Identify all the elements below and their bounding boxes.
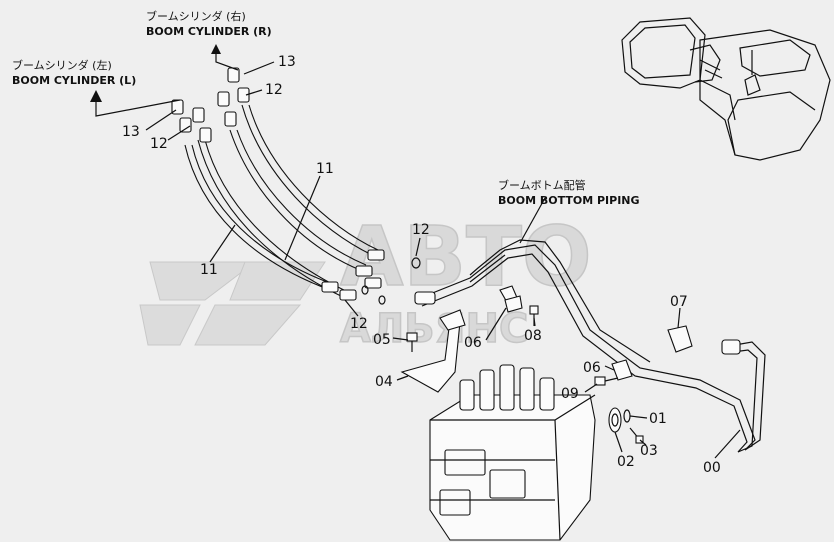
hose-fittings-lower	[321, 249, 421, 305]
watermark-text-1: АВТО	[340, 210, 592, 305]
bolt-09	[594, 376, 619, 386]
block-07	[667, 325, 693, 353]
callout-13-left: 13	[122, 124, 140, 140]
watermark-text-2: АЛЬЯНС	[340, 306, 528, 352]
hose-fittings-upper	[171, 67, 250, 143]
callout-02: 02	[617, 454, 635, 470]
caption-boom-cyl-r-en: BOOM CYLINDER (R)	[146, 25, 272, 38]
bolt-05	[406, 332, 418, 352]
bracket-04	[400, 309, 466, 393]
callout-12-low: 12	[350, 316, 368, 332]
flange-02	[608, 407, 622, 433]
o-ring-01	[623, 409, 631, 423]
callout-11-bottom: 11	[200, 262, 218, 278]
bolt-08	[529, 305, 539, 326]
callout-09: 09	[561, 386, 579, 402]
caption-boom-cyl-l-jp: ブームシリンダ (左)	[12, 58, 112, 72]
callout-08: 08	[524, 328, 542, 344]
callout-11-top: 11	[316, 161, 334, 177]
clamp-06-upper	[499, 285, 523, 313]
boom-bottom-piping	[414, 239, 766, 453]
callout-06-b: 06	[583, 360, 601, 376]
caption-boom-cyl-l-en: BOOM CYLINDER (L)	[12, 74, 136, 87]
callout-07: 07	[670, 294, 688, 310]
clamp-06-lower	[611, 359, 633, 381]
watermark-logo	[139, 261, 326, 346]
callout-05: 05	[373, 332, 391, 348]
caption-boom-cyl-r-jp: ブームシリンダ (右)	[146, 9, 246, 23]
callout-04: 04	[375, 374, 393, 390]
machine-inset-illustration	[621, 17, 831, 161]
arrow-to-cylinder-r	[211, 44, 239, 71]
callout-12-right: 12	[265, 82, 283, 98]
callout-13-right: 13	[278, 54, 296, 70]
caption-boom-bottom-jp: ブームボトム配管	[498, 178, 586, 192]
callout-12-left: 12	[150, 136, 168, 152]
leader-lines	[145, 61, 741, 459]
callout-00: 00	[703, 460, 721, 476]
callout-03: 03	[640, 443, 658, 459]
bolt-03	[629, 427, 644, 444]
arrow-to-cylinder-l	[90, 90, 181, 117]
hose-assembly	[184, 104, 379, 299]
control-valve	[429, 364, 596, 541]
caption-boom-bottom-en: BOOM BOTTOM PIPING	[498, 194, 640, 207]
callout-01: 01	[649, 411, 667, 427]
callout-06-a: 06	[464, 335, 482, 351]
callout-12-mid: 12	[412, 222, 430, 238]
